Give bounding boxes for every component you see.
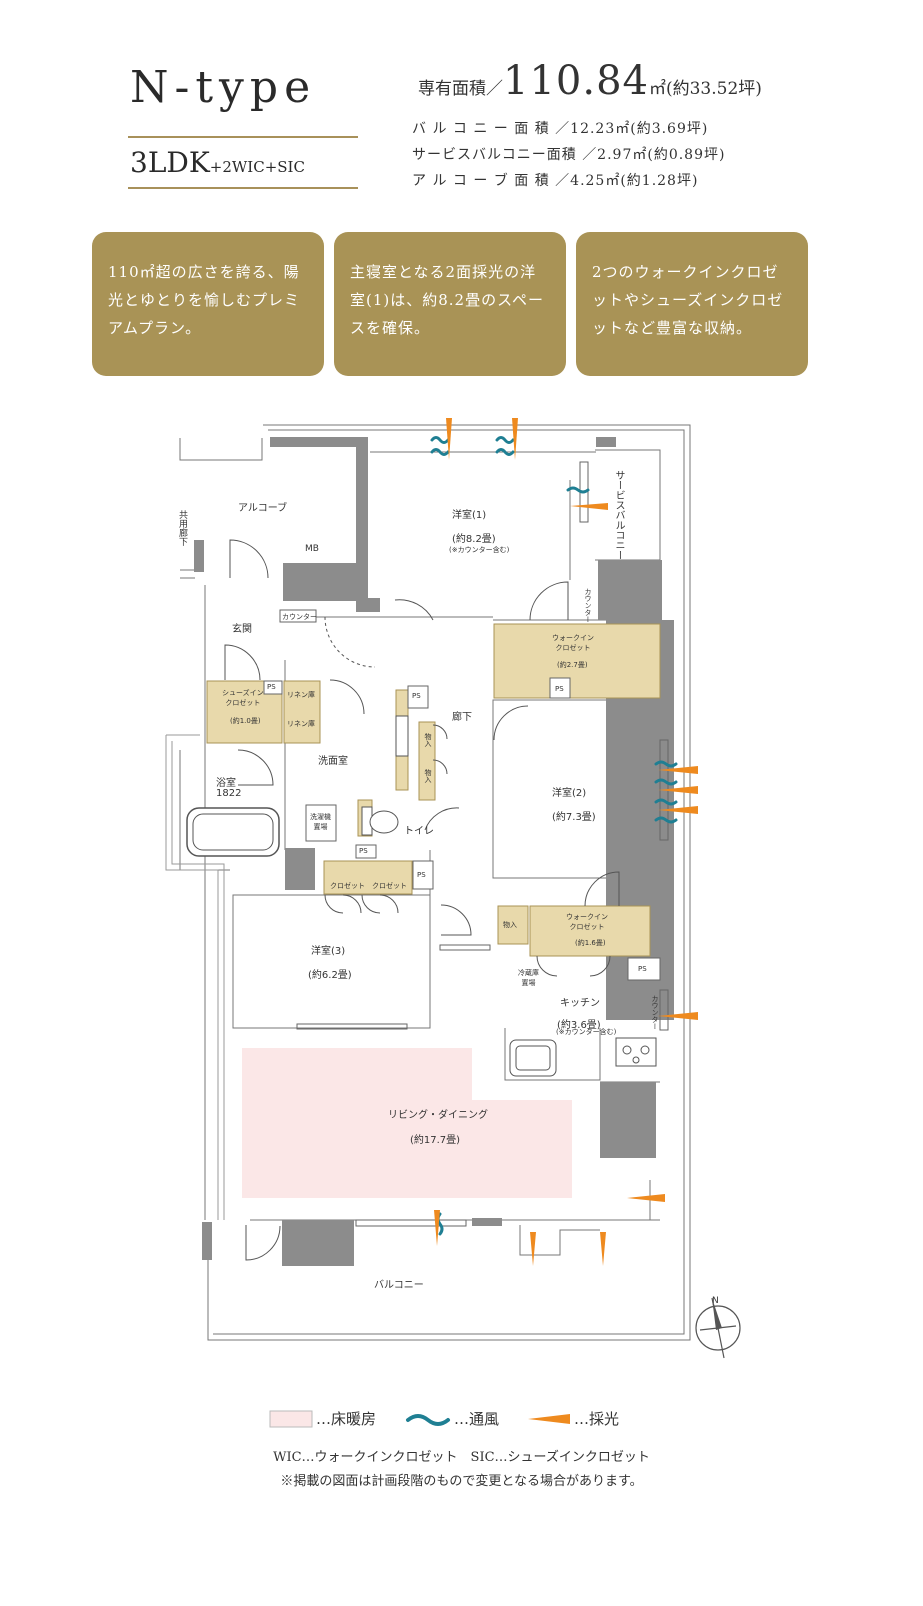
label-room1-size: (約8.2畳): [452, 534, 496, 545]
label-toilet: トイレ: [404, 826, 434, 837]
label-service-balcony: サービスバルコニー: [613, 470, 624, 560]
label-ps-kitchen: PS: [638, 965, 647, 973]
area-value: ／12.23㎡(約3.69坪): [555, 121, 709, 137]
label-storage1: 物入: [424, 733, 432, 747]
label-ps-wic1: PS: [555, 685, 564, 693]
label-ld-name: リビング・ダイニング: [388, 1110, 488, 1121]
label-kitchen-note: (※カウンター含む): [556, 1028, 617, 1036]
title-rule-top: [128, 136, 358, 138]
legend-floor-heating: …床暖房: [316, 1410, 377, 1428]
note-disclaimer: ※掲載の図面は計画段階のもので変更となる場合があります。: [280, 1474, 643, 1489]
label-entrance: 玄関: [232, 624, 252, 635]
label-common-corridor: 共用廊下: [177, 510, 187, 546]
exclusive-area-unit: ㎡(約33.52坪): [648, 79, 762, 99]
label-alcove: アルコーブ: [238, 503, 288, 514]
label-wic2-size: (約1.6畳): [575, 939, 606, 947]
note-abbreviations: WIC…ウォークインクロゼット SIC…シューズインクロゼット: [273, 1450, 650, 1465]
label-wic1-size: (約2.7畳): [557, 661, 588, 669]
exclusive-area-label: 専有面積／: [418, 79, 503, 99]
label-ps-wash: PS: [412, 692, 421, 700]
label-sic-name: シューズイン クロゼット: [222, 689, 264, 707]
title-rule-bottom: [128, 187, 358, 189]
wic1-fill: [493, 623, 661, 699]
legend-daylight: …採光: [574, 1410, 620, 1428]
label-corridor: 廊下: [452, 712, 472, 723]
area-label: ア ル コ ー ブ 面 積: [412, 173, 550, 189]
area-label: バ ル コ ニ ー 面 積: [412, 121, 550, 137]
label-ps-closet: PS: [417, 871, 426, 879]
label-washer: 洗濯機 置場: [310, 813, 331, 831]
exclusive-area-value: 110.84: [503, 58, 649, 104]
label-counter-entrance: カウンター: [282, 613, 317, 621]
legend-daylight-swatch: [528, 1414, 570, 1424]
area-row-service-balcony: サービスバルコニー面積 ／2.97㎡(約0.89坪): [412, 144, 725, 164]
layout-main: 3LDK: [130, 146, 210, 179]
wic2-fill: [529, 905, 651, 957]
label-room1-name: 洋室(1): [452, 510, 487, 521]
label-washroom: 洗面室: [318, 756, 348, 767]
label-room3-size: (約6.2畳): [308, 970, 352, 981]
label-room1-note: (※カウンター含む): [449, 546, 510, 554]
label-counter-room1: カウンター: [584, 588, 592, 623]
label-kitchen-size: (約3.6畳): [557, 1020, 601, 1031]
label-ps-toilet: PS: [359, 847, 368, 855]
label-north: N: [712, 1296, 719, 1306]
feature-box-3: 2つのウォークインクロゼットやシューズインクロゼットなど豊富な収納。: [576, 232, 808, 376]
label-room3-name: 洋室(3): [311, 946, 346, 957]
kitchen-sink: [509, 1039, 557, 1077]
area-row-balcony: バ ル コ ニ ー 面 積 ／12.23㎡(約3.69坪): [412, 118, 708, 138]
label-storage2: 物入: [424, 769, 432, 783]
label-linen2: リネン庫: [287, 720, 315, 728]
bathtub: [186, 807, 280, 857]
label-ps-sic: PS: [267, 683, 276, 691]
closet-room3-fill: [323, 860, 413, 895]
layout-sub: +2WIC+SIC: [209, 158, 305, 176]
area-row-alcove: ア ル コ ー ブ 面 積 ／4.25㎡(約1.28坪): [412, 170, 698, 190]
storage-kitchen-fill: [497, 905, 529, 945]
outer-boundary: [207, 424, 691, 1341]
stove: [615, 1037, 657, 1067]
feature-box-1: 110㎡超の広さを誇る、陽光とゆとりを愉しむプレミアムプラン。: [92, 232, 324, 376]
floor-heating-area: [242, 1048, 572, 1198]
label-linen1: リネン庫: [287, 691, 315, 699]
label-bath-name: 浴室: [216, 778, 236, 789]
area-value: ／2.97㎡(約0.89坪): [582, 147, 726, 163]
label-closet2: クロゼット: [372, 882, 407, 890]
label-kitchen-name: キッチン: [560, 998, 600, 1009]
label-ld-size: (約17.7畳): [410, 1135, 461, 1146]
label-closet1: クロゼット: [330, 882, 365, 890]
label-counter-kitchen: カウンター: [651, 995, 659, 1030]
feature-box-2: 主寝室となる2面採光の洋室(1)は、約8.2畳のスペースを確保。: [334, 232, 566, 376]
toilet-bowl: [369, 810, 399, 834]
layout-label: 3LDK+2WIC+SIC: [130, 146, 305, 179]
label-storage-kitchen: 物入: [503, 921, 517, 929]
label-balcony: バルコニー: [374, 1280, 424, 1291]
legend-floor-heating-swatch: [269, 1410, 313, 1428]
legend-ventilation-swatch: [406, 1414, 450, 1426]
linen-fill: [283, 680, 321, 744]
storage-corridor-fill: [418, 721, 436, 801]
label-room2-name: 洋室(2): [552, 788, 587, 799]
legend-ventilation: …通風: [454, 1410, 500, 1428]
label-mb: MB: [305, 544, 319, 554]
label-sic-size: (約1.0畳): [230, 717, 261, 725]
wall-north-left: [270, 437, 360, 447]
label-bath-size: 1822: [216, 788, 242, 799]
exclusive-area: 専有面積／110.84㎡(約33.52坪): [418, 58, 762, 104]
area-label: サービスバルコニー面積: [412, 147, 577, 163]
label-wic1-name: ウォークイン クロゼット: [552, 634, 594, 652]
area-value: ／4.25㎡(約1.28坪): [555, 173, 699, 189]
daylight-marks: [434, 418, 698, 1266]
type-title: N-type: [130, 62, 317, 113]
label-room2-size: (約7.3畳): [552, 812, 596, 823]
label-wic2-name: ウォークイン クロゼット: [566, 913, 608, 931]
label-fridge: 冷蔵庫 置場: [518, 969, 539, 987]
